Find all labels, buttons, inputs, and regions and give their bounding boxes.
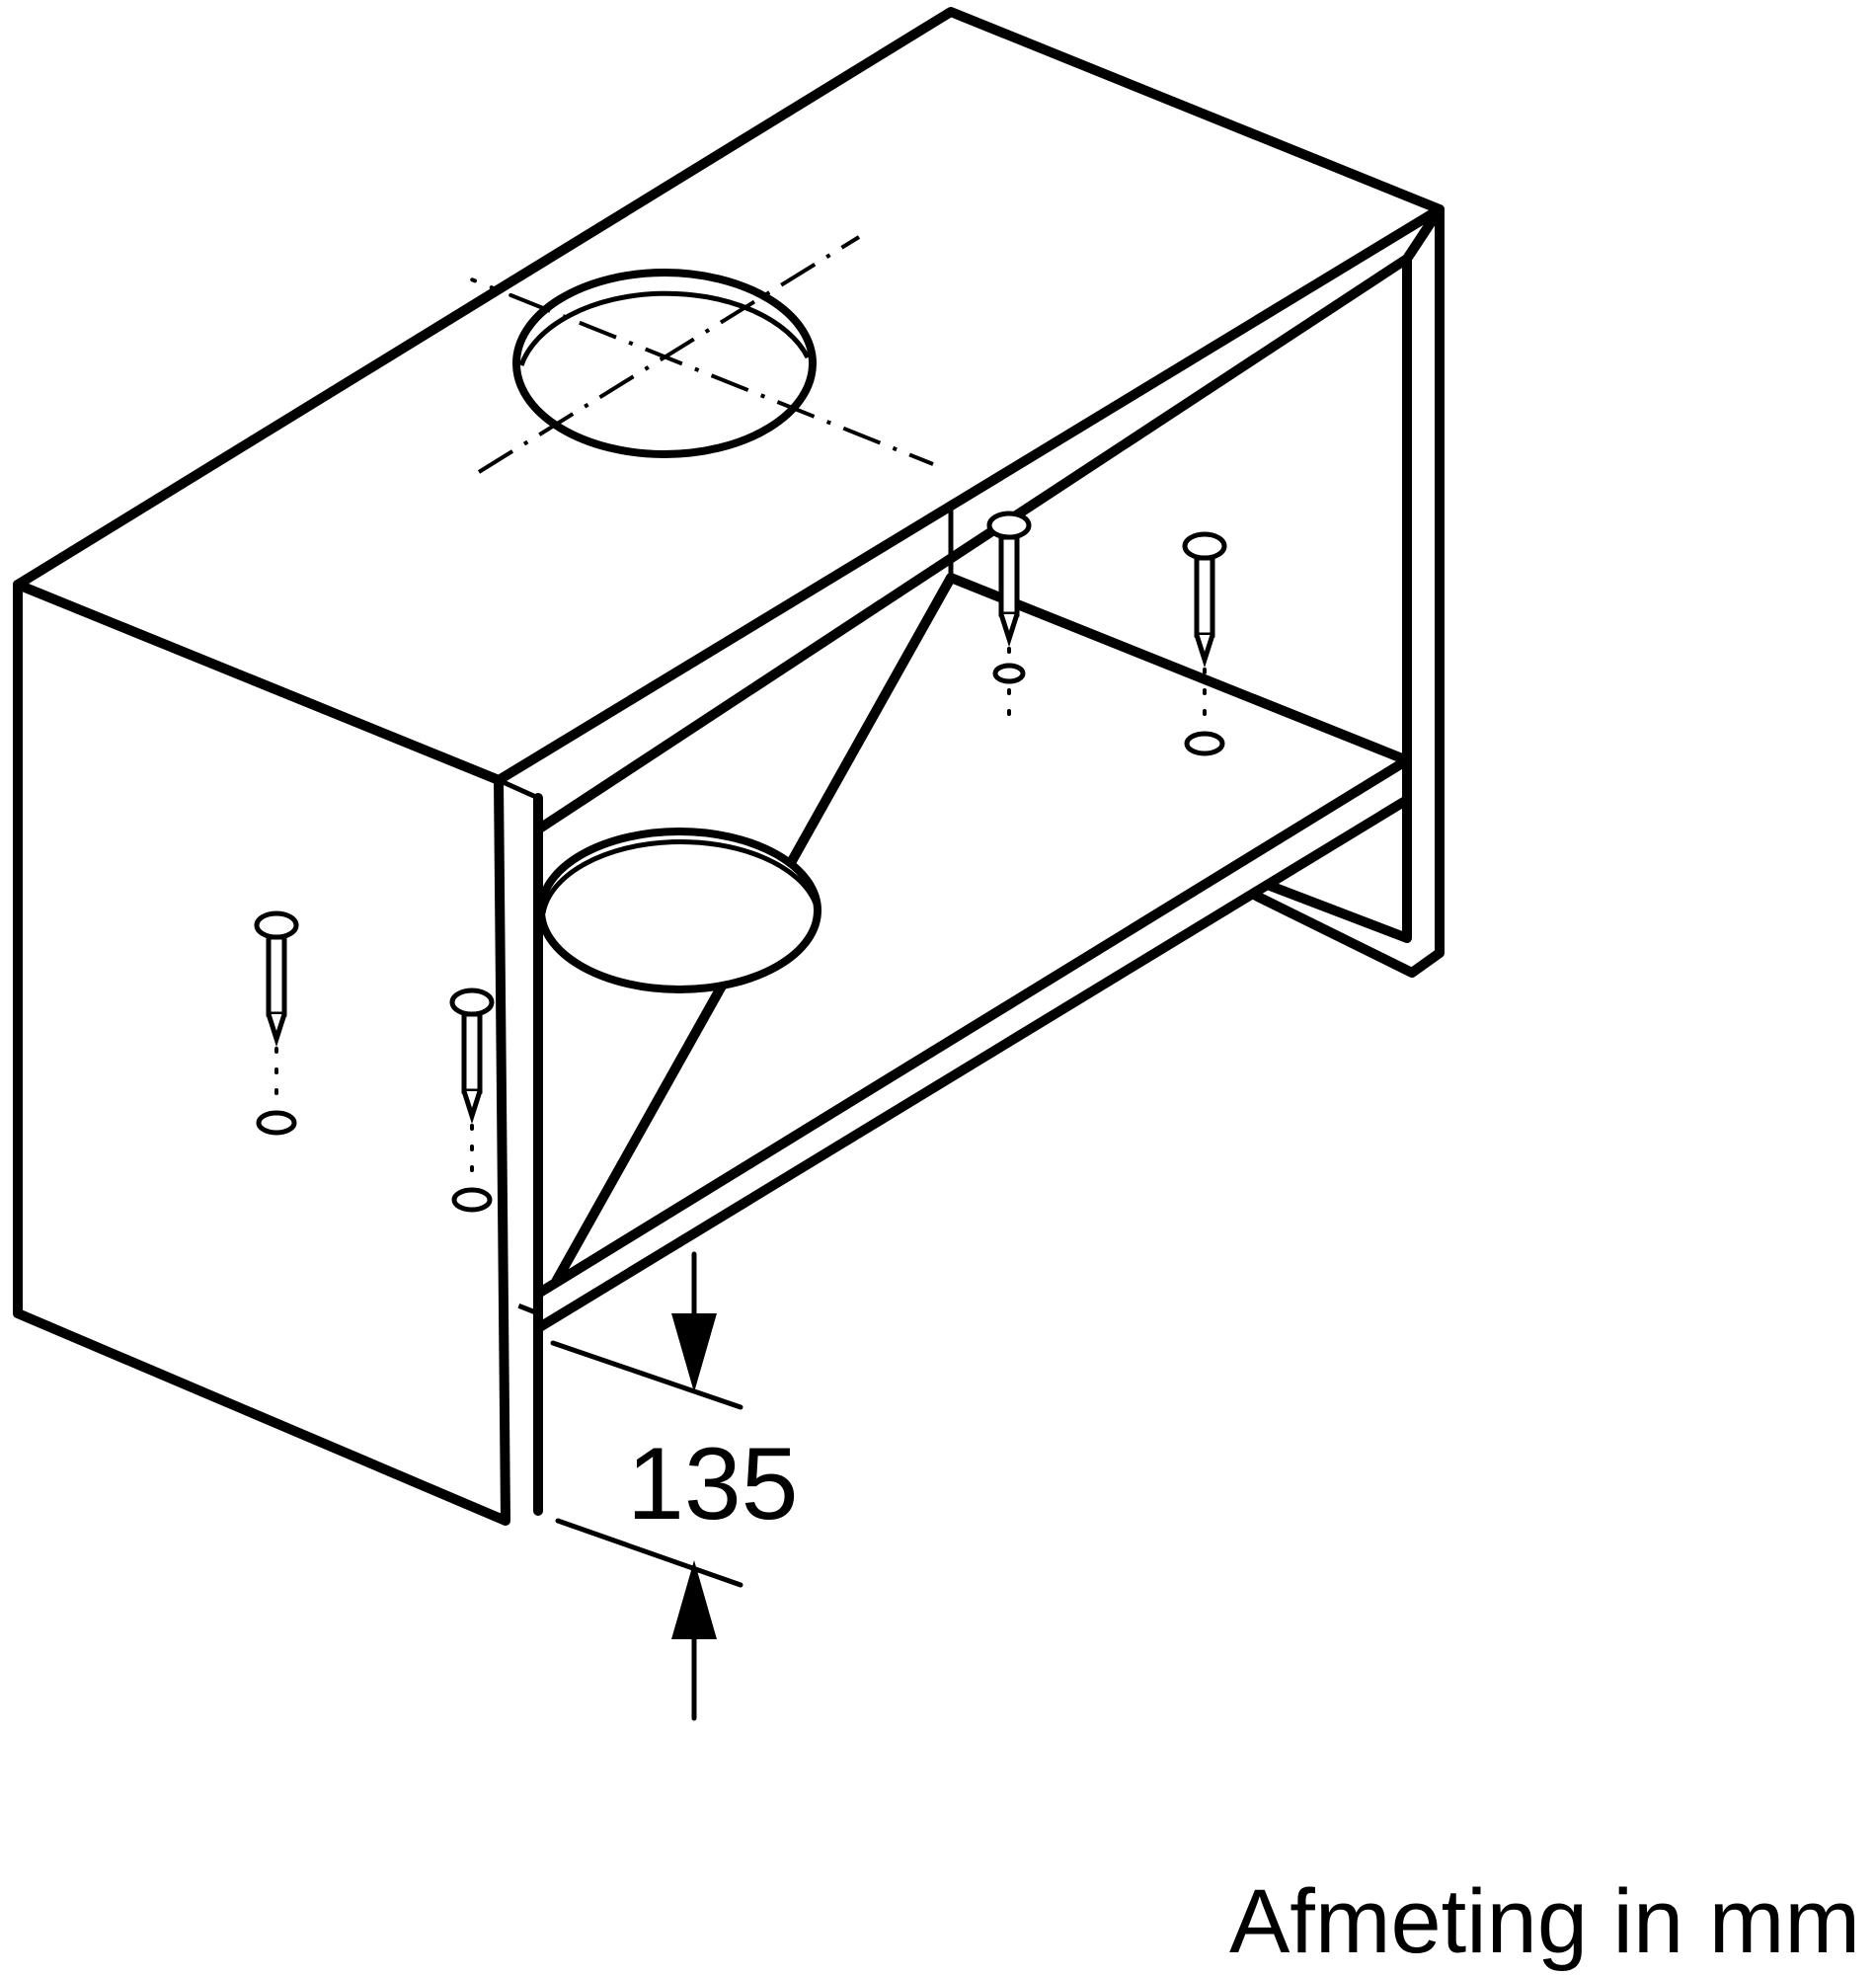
shelf-hole <box>537 828 821 993</box>
shelf-front <box>533 755 1412 1333</box>
left-side-panel <box>13 580 510 1526</box>
dimension-135: 135 <box>550 1251 799 1721</box>
screw-icon <box>986 511 1032 725</box>
caption-units: Afmeting in mm <box>1228 1871 1860 1972</box>
screw-icon <box>449 988 495 1213</box>
top-hole <box>462 235 934 474</box>
dimension-label: 135 <box>627 1427 799 1541</box>
screw-icon <box>1182 531 1227 756</box>
inner-top-edge <box>533 254 1412 834</box>
screw-icon <box>254 910 299 1136</box>
